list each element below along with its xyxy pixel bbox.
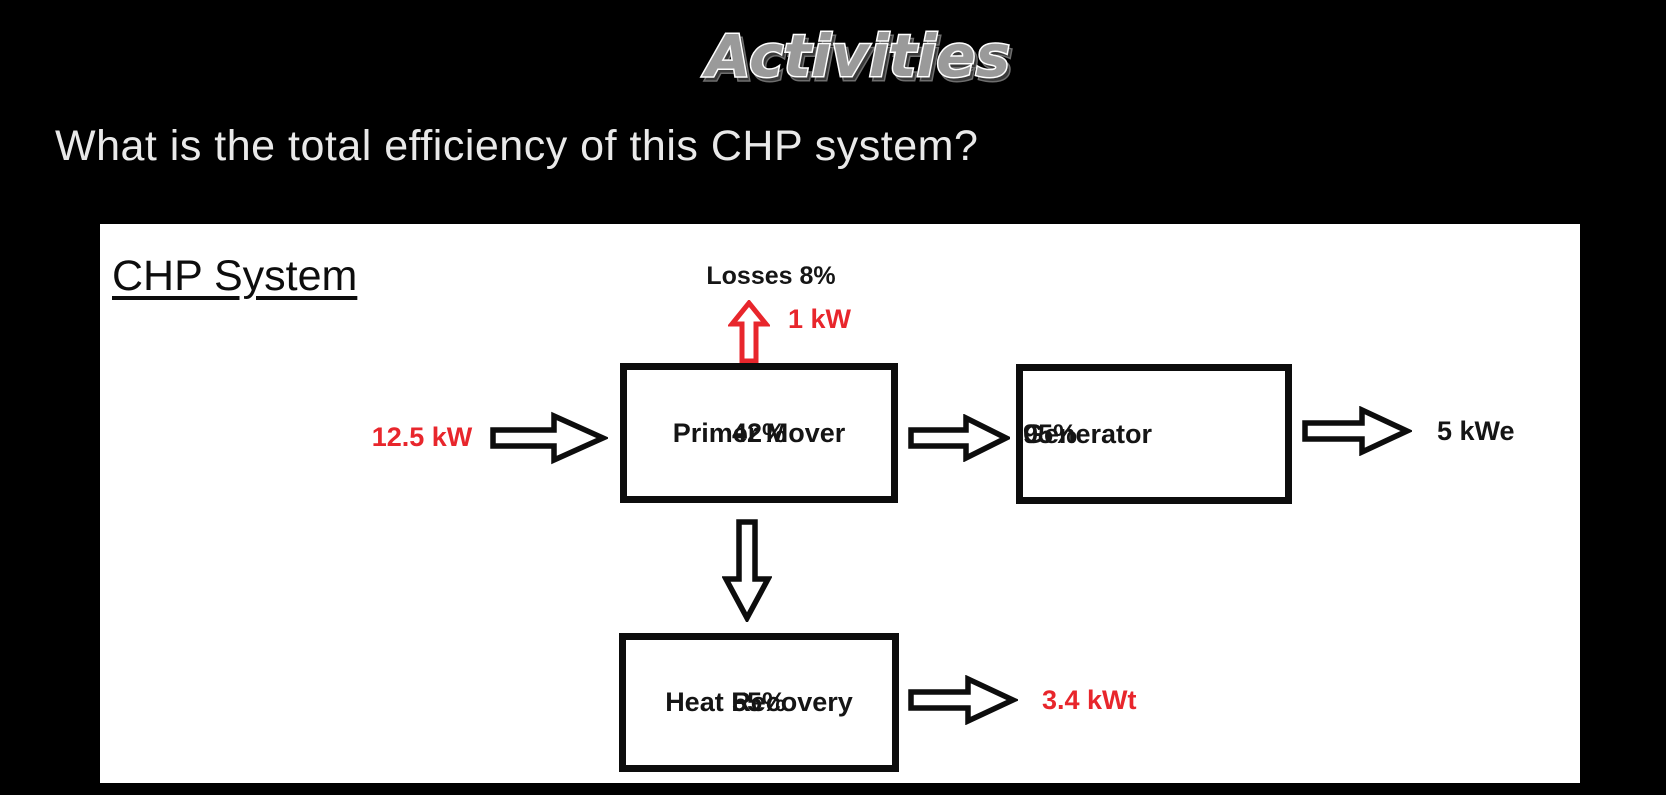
page-title-text: Activities — [702, 22, 1010, 90]
pm-to-generator-arrow-icon — [908, 414, 1010, 462]
page-title-shadow: Activities — [705, 26, 1013, 94]
electrical-output-arrow-icon — [1302, 406, 1412, 456]
electrical-output-label: 5 kWe — [1437, 416, 1515, 446]
thermal-output-label: 3.4 kWt — [1042, 685, 1137, 715]
question-text: What is the total efficiency of this CHP… — [55, 122, 979, 170]
chp-diagram-panel: CHP System Losses 8% 1 kW 12.5 kW Primer… — [100, 224, 1580, 783]
thermal-output-arrow-icon — [908, 675, 1018, 725]
fuel-input-label: 12.5 kW — [371, 422, 473, 452]
generator-box: Generator 95% — [1016, 364, 1292, 504]
losses-value-label: 1 kW — [788, 304, 852, 334]
generator-label: Generator — [1023, 418, 1153, 449]
pm-to-heat-recovery-arrow-icon — [722, 519, 772, 622]
heat-recovery-box: Heat Recovery 55% — [619, 633, 899, 772]
fuel-input-arrow-icon — [490, 411, 608, 465]
primer-mover-label: Primer Mover — [672, 417, 846, 448]
generator-efficiency: 95% — [1023, 418, 1078, 449]
heat-recovery-efficiency: 55% — [731, 687, 787, 717]
page-title-art: Activities Activities — [700, 21, 1014, 96]
primer-mover-efficiency: 42% — [731, 417, 787, 448]
chp-system-heading: CHP System — [112, 252, 358, 300]
page-title: Activities Activities — [646, 10, 1066, 100]
heat-recovery-label: Heat Recovery — [665, 687, 853, 717]
losses-up-arrow-icon — [728, 300, 770, 363]
primer-mover-box: Primer Mover 42% — [620, 363, 898, 503]
losses-label: Losses 8% — [706, 262, 836, 290]
